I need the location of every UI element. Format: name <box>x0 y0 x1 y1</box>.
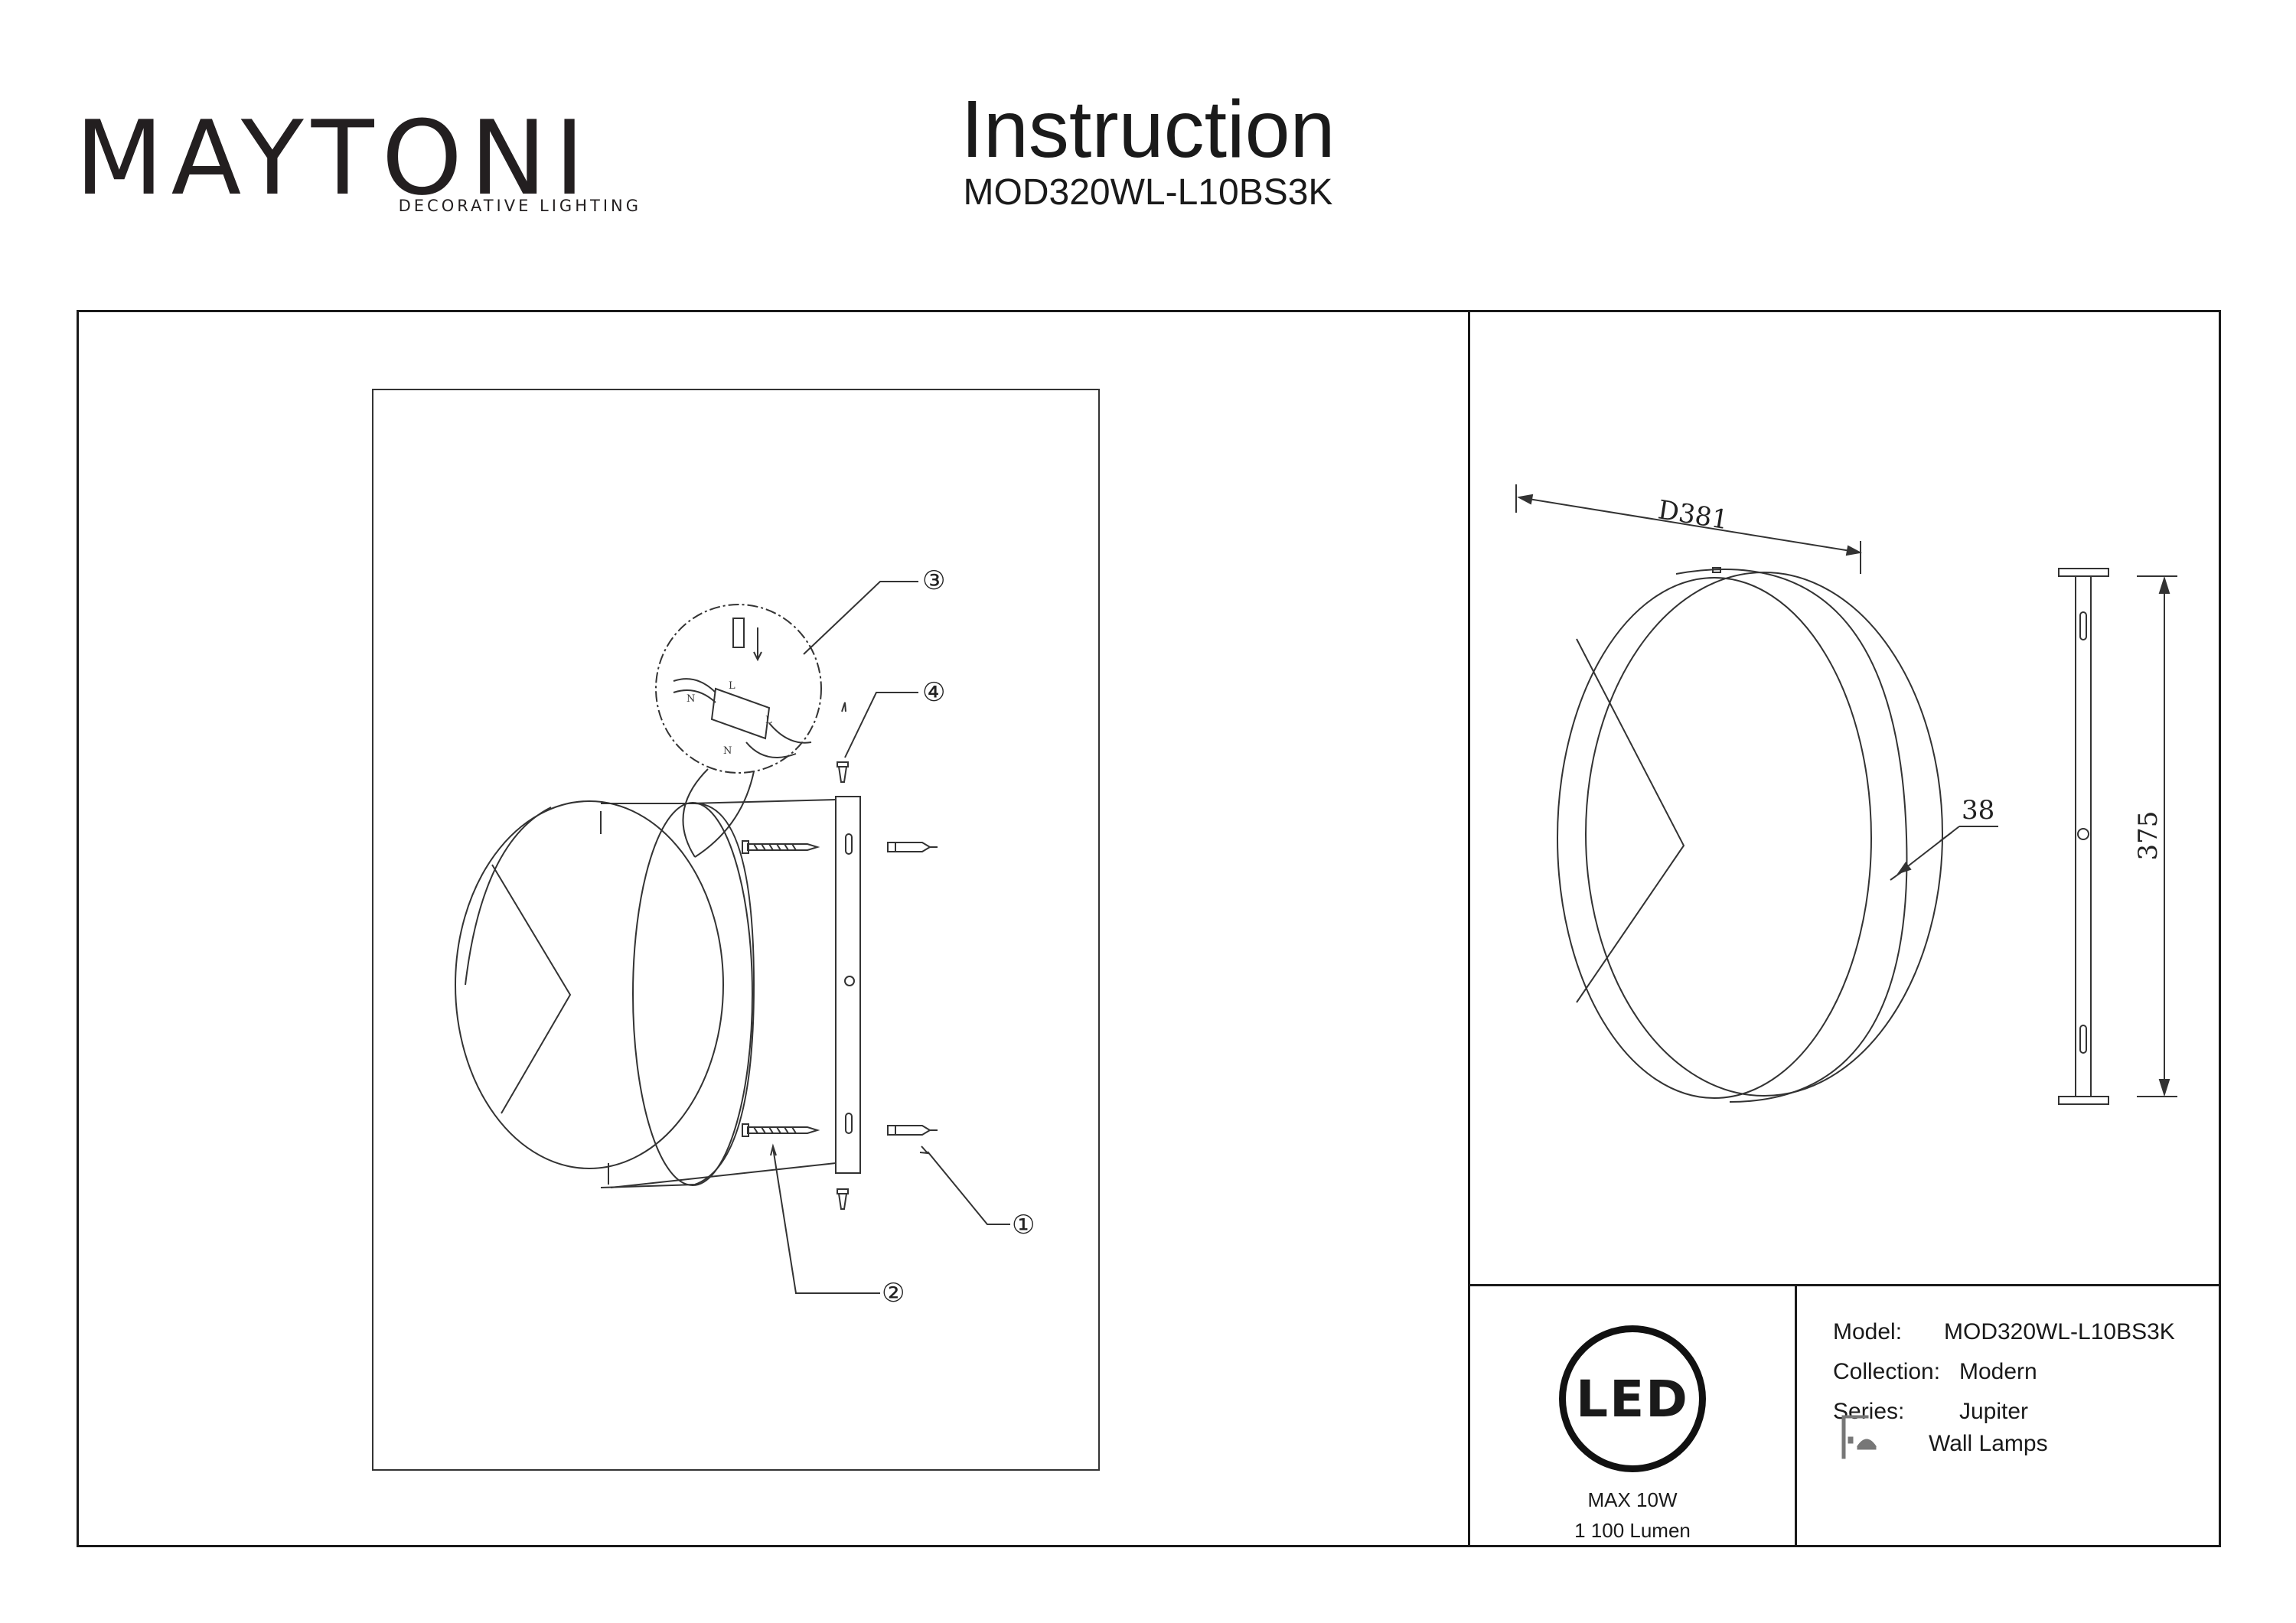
dimension-bracket <box>2058 568 2109 1105</box>
lamp-disc <box>455 800 755 1188</box>
bracket-top-screw <box>837 761 849 783</box>
dimension-drawing: D381 38 375 <box>1515 484 2177 1105</box>
anchor-lower <box>887 1125 938 1136</box>
dimension-bracket-line <box>2137 575 2177 1097</box>
brand-logo: MAYTONI DECORATIVE LIGHTING <box>75 92 638 226</box>
led-badge-text: LED <box>1576 1369 1689 1429</box>
led-badge: LED <box>1559 1325 1706 1472</box>
info-model-value: MOD320WL-L10BS3K <box>1944 1319 2175 1344</box>
callout-1: ① <box>1012 1210 1035 1240</box>
page-model-code: MOD320WL-L10BS3K <box>963 172 1333 213</box>
dimension-lamp-disc <box>1557 567 1943 1103</box>
leader-3 <box>803 581 918 655</box>
wire-label-n2: N <box>723 745 732 757</box>
info-collection-label: Collection: <box>1833 1359 1941 1384</box>
wire-label-l2: L <box>765 715 772 726</box>
wall-lamp-icon <box>1841 1415 1877 1459</box>
mounting-bracket <box>610 796 861 1188</box>
info-category-value: Wall Lamps <box>1929 1431 2048 1456</box>
callout-4: ④ <box>922 677 945 708</box>
leader-1 <box>927 1151 1010 1225</box>
dimension-bracket-label: 375 <box>2133 811 2164 861</box>
leader-2 <box>772 1147 880 1294</box>
screw-lower <box>742 1123 820 1137</box>
dimension-diameter-line <box>1515 484 1863 574</box>
leader-4 <box>844 692 918 758</box>
main-frame <box>77 310 2221 1547</box>
info-collection-value: Modern <box>1959 1359 2037 1384</box>
info-series-value: Jupiter <box>1959 1399 2029 1424</box>
dimension-depth-label: 38 <box>1962 795 1994 826</box>
callout-3: ③ <box>922 565 945 596</box>
assembly-diagram: N L L N ③ ④ ① ② <box>455 565 1035 1309</box>
screw-upper <box>742 840 820 854</box>
brand-name: MAYTONI <box>75 99 592 218</box>
callout-2: ② <box>882 1278 905 1309</box>
anchor-upper <box>887 842 938 852</box>
wire-label-n1: N <box>687 693 695 705</box>
bracket-bottom-screw <box>837 1188 849 1210</box>
frame-divider-vertical <box>1468 310 1470 1547</box>
wire-label-l1: L <box>729 680 735 692</box>
page-title: Instruction <box>960 84 1336 174</box>
dimension-depth-line <box>1890 826 1998 881</box>
info-model-label: Model: <box>1833 1319 1903 1344</box>
assembly-diagram-frame <box>372 389 1100 1471</box>
wiring-detail <box>655 604 822 858</box>
dimension-diameter-label: D381 <box>1656 494 1730 536</box>
brand-tagline: DECORATIVE LIGHTING <box>398 197 641 215</box>
led-lumen: 1 100 Lumen <box>1574 1519 1691 1542</box>
led-max-power: MAX 10W <box>1587 1488 1678 1511</box>
frame-divider-info <box>1795 1284 1797 1547</box>
frame-divider-horizontal <box>1468 1284 2221 1286</box>
